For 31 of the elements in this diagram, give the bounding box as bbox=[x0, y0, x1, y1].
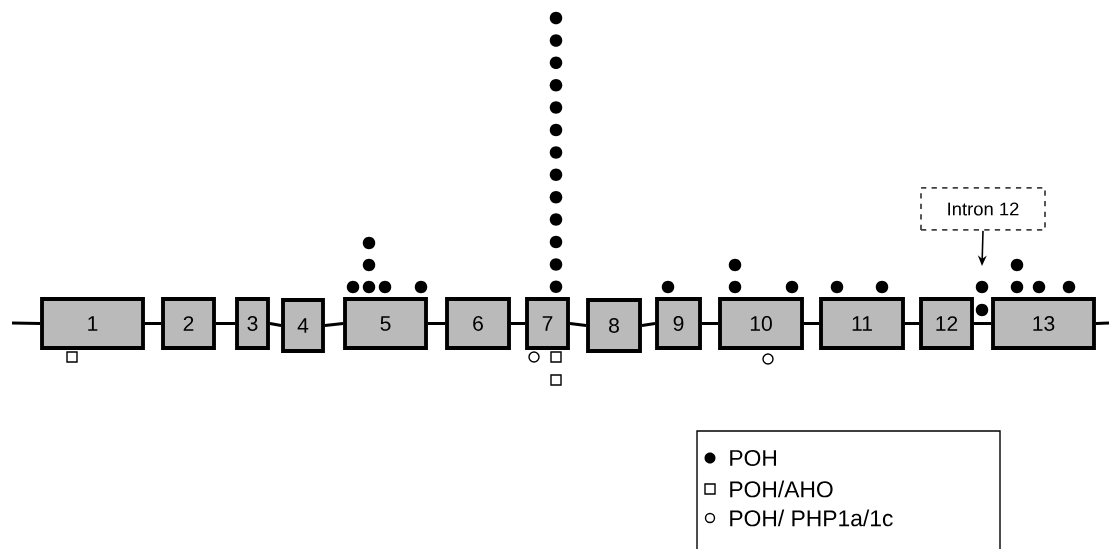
exon-box: 5 bbox=[343, 297, 428, 350]
intron-line bbox=[701, 322, 719, 325]
exon-box: 9 bbox=[655, 297, 702, 350]
exon-box: 3 bbox=[235, 297, 270, 350]
intron-line bbox=[569, 322, 587, 327]
intron-line bbox=[12, 321, 41, 325]
exon-box: 12 bbox=[919, 297, 974, 350]
intron-line bbox=[324, 322, 344, 327]
exon-box: 6 bbox=[445, 297, 511, 350]
legend-text: POH/ PHP1a/1c bbox=[730, 509, 893, 527]
intron-line bbox=[973, 322, 992, 325]
intron-line bbox=[641, 322, 656, 327]
legend-text: POH/AHO bbox=[730, 480, 833, 498]
intron-line bbox=[144, 322, 162, 325]
intron-line bbox=[1095, 321, 1110, 325]
intron-line bbox=[510, 322, 526, 325]
exon-box: 13 bbox=[991, 297, 1096, 350]
exon-box: 1 bbox=[40, 297, 145, 350]
intron-line bbox=[427, 322, 446, 325]
legend-text: POH bbox=[730, 449, 776, 467]
intron-line bbox=[803, 322, 820, 325]
intron-line bbox=[215, 322, 236, 325]
exon-box: 11 bbox=[819, 297, 905, 350]
exon-box: 10 bbox=[718, 297, 804, 350]
intron-line bbox=[269, 322, 282, 327]
exon-box: 4 bbox=[281, 298, 325, 353]
callout-box: Intron 12 bbox=[920, 187, 1046, 231]
exon-box: 2 bbox=[161, 297, 216, 350]
exon-box: 7 bbox=[525, 297, 570, 350]
intron-line bbox=[904, 322, 920, 325]
exon-box: 8 bbox=[586, 298, 642, 353]
